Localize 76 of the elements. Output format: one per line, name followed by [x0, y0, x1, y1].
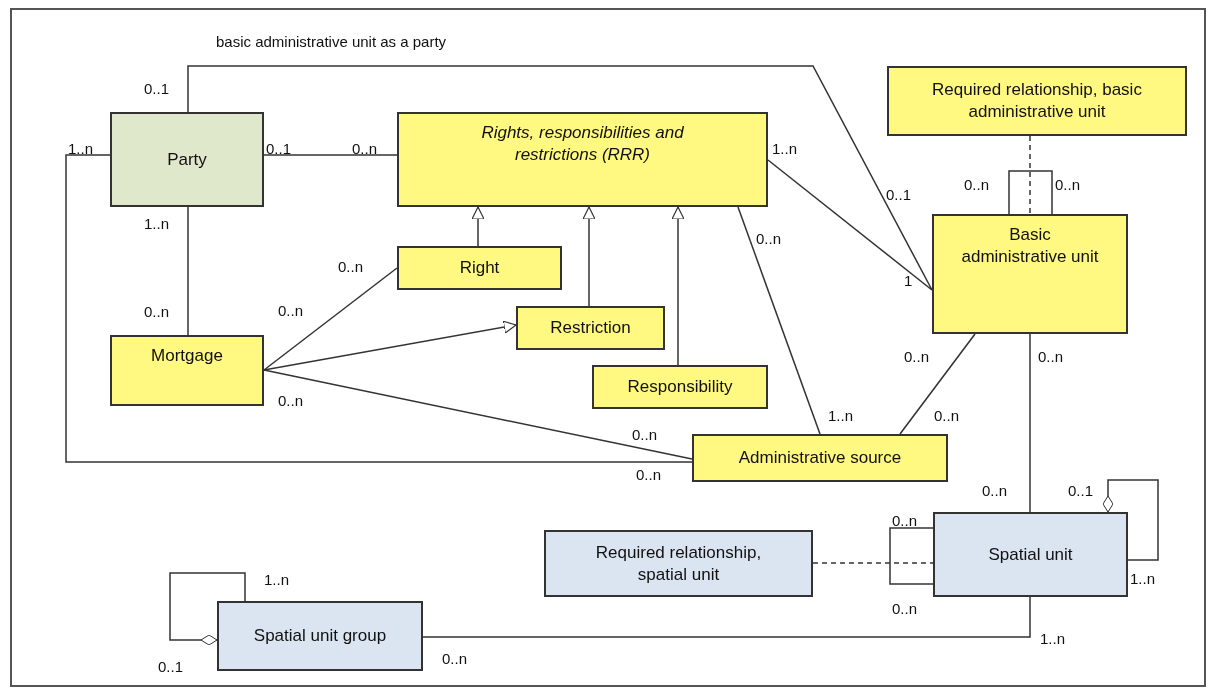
connector-line — [471, 206, 485, 247]
class-name: Administrative source — [738, 447, 902, 469]
class-name: Spatial unit — [988, 543, 1073, 566]
multiplicity-label: 0..n — [338, 258, 364, 276]
multiplicity-label: 0..n — [636, 466, 662, 484]
class-name: Required relationship, spatial unit — [594, 541, 763, 586]
class-box — [397, 246, 562, 290]
connector-line — [187, 206, 189, 336]
class-name: Required relationship, basic administrative unit — [931, 79, 1143, 123]
multiplicity-label: 0..n — [632, 426, 658, 444]
connector-line — [889, 527, 934, 585]
class-box — [932, 214, 1128, 334]
multiplicity-label: 1..n — [144, 215, 170, 233]
multiplicity-label: 1..n — [1040, 630, 1066, 648]
connector-line — [263, 369, 693, 460]
class-box — [933, 512, 1128, 597]
class-box — [397, 112, 768, 207]
multiplicity-label: 0..n — [982, 482, 1008, 500]
class-name: Mortgage — [151, 345, 223, 367]
edge-label: basic administrative unit as a party — [216, 33, 447, 51]
connector-line — [767, 159, 933, 291]
class-box — [592, 365, 768, 409]
multiplicity-label: 0..1 — [1068, 482, 1094, 500]
multiplicity-label: 1 — [904, 272, 913, 290]
multiplicity-label: 0..n — [144, 303, 170, 321]
connector-line — [737, 206, 821, 435]
connector-line — [1029, 333, 1031, 513]
multiplicity-label: 0..1 — [886, 186, 912, 204]
multiplicity-label: 0..n — [352, 140, 378, 158]
multiplicity-label: 0..n — [892, 512, 918, 530]
dashed-connector — [812, 562, 934, 564]
multiplicity-label: 1..n — [68, 140, 94, 158]
connector-line — [263, 320, 517, 371]
class-box — [544, 530, 813, 597]
class-name: Right — [459, 257, 500, 279]
connector-line — [582, 206, 596, 307]
class-box — [692, 434, 948, 482]
connector-line — [1008, 170, 1053, 215]
multiplicity-label: 1..n — [828, 407, 854, 425]
connector-line — [671, 206, 685, 366]
multiplicity-label: 0..n — [934, 407, 960, 425]
multiplicity-label: 0..n — [1038, 348, 1064, 366]
multiplicity-label: 1..n — [772, 140, 798, 158]
dashed-connector — [1029, 135, 1031, 215]
connector-line — [263, 267, 398, 371]
class-name: Responsibility — [627, 376, 733, 398]
multiplicity-label: 0..n — [892, 600, 918, 618]
class-box — [516, 306, 665, 350]
multiplicity-label: 0..n — [278, 392, 304, 410]
connector-line — [263, 154, 398, 156]
connector-line — [899, 333, 976, 435]
connector-line — [169, 572, 246, 646]
class-box — [110, 335, 264, 406]
multiplicity-label: 0..n — [442, 650, 468, 668]
class-name: Basic administrative unit — [960, 224, 1100, 268]
multiplicity-label: 0..n — [1055, 176, 1081, 194]
class-box — [110, 112, 264, 207]
class-name: Rights, responsibilities and restrictions (RRR) — [480, 122, 685, 166]
multiplicity-label: 1..n — [264, 571, 290, 589]
multiplicity-label: 0..n — [756, 230, 782, 248]
class-name: Party — [167, 148, 207, 171]
class-name: Spatial unit group — [253, 625, 387, 647]
class-box — [217, 601, 423, 671]
multiplicity-label: 0..n — [964, 176, 990, 194]
connector-line — [65, 154, 693, 463]
multiplicity-label: 1..n — [1130, 570, 1156, 588]
multiplicity-label: 0..n — [278, 302, 304, 320]
multiplicity-label: 0..1 — [158, 658, 184, 676]
class-name: Restriction — [550, 317, 631, 339]
connector-line — [1102, 479, 1159, 561]
class-box — [887, 66, 1187, 136]
connector-line — [187, 65, 933, 291]
connector-line — [422, 596, 1031, 638]
multiplicity-label: 0..1 — [266, 140, 292, 158]
multiplicity-label: 0..1 — [144, 80, 170, 98]
multiplicity-label: 0..n — [904, 348, 930, 366]
